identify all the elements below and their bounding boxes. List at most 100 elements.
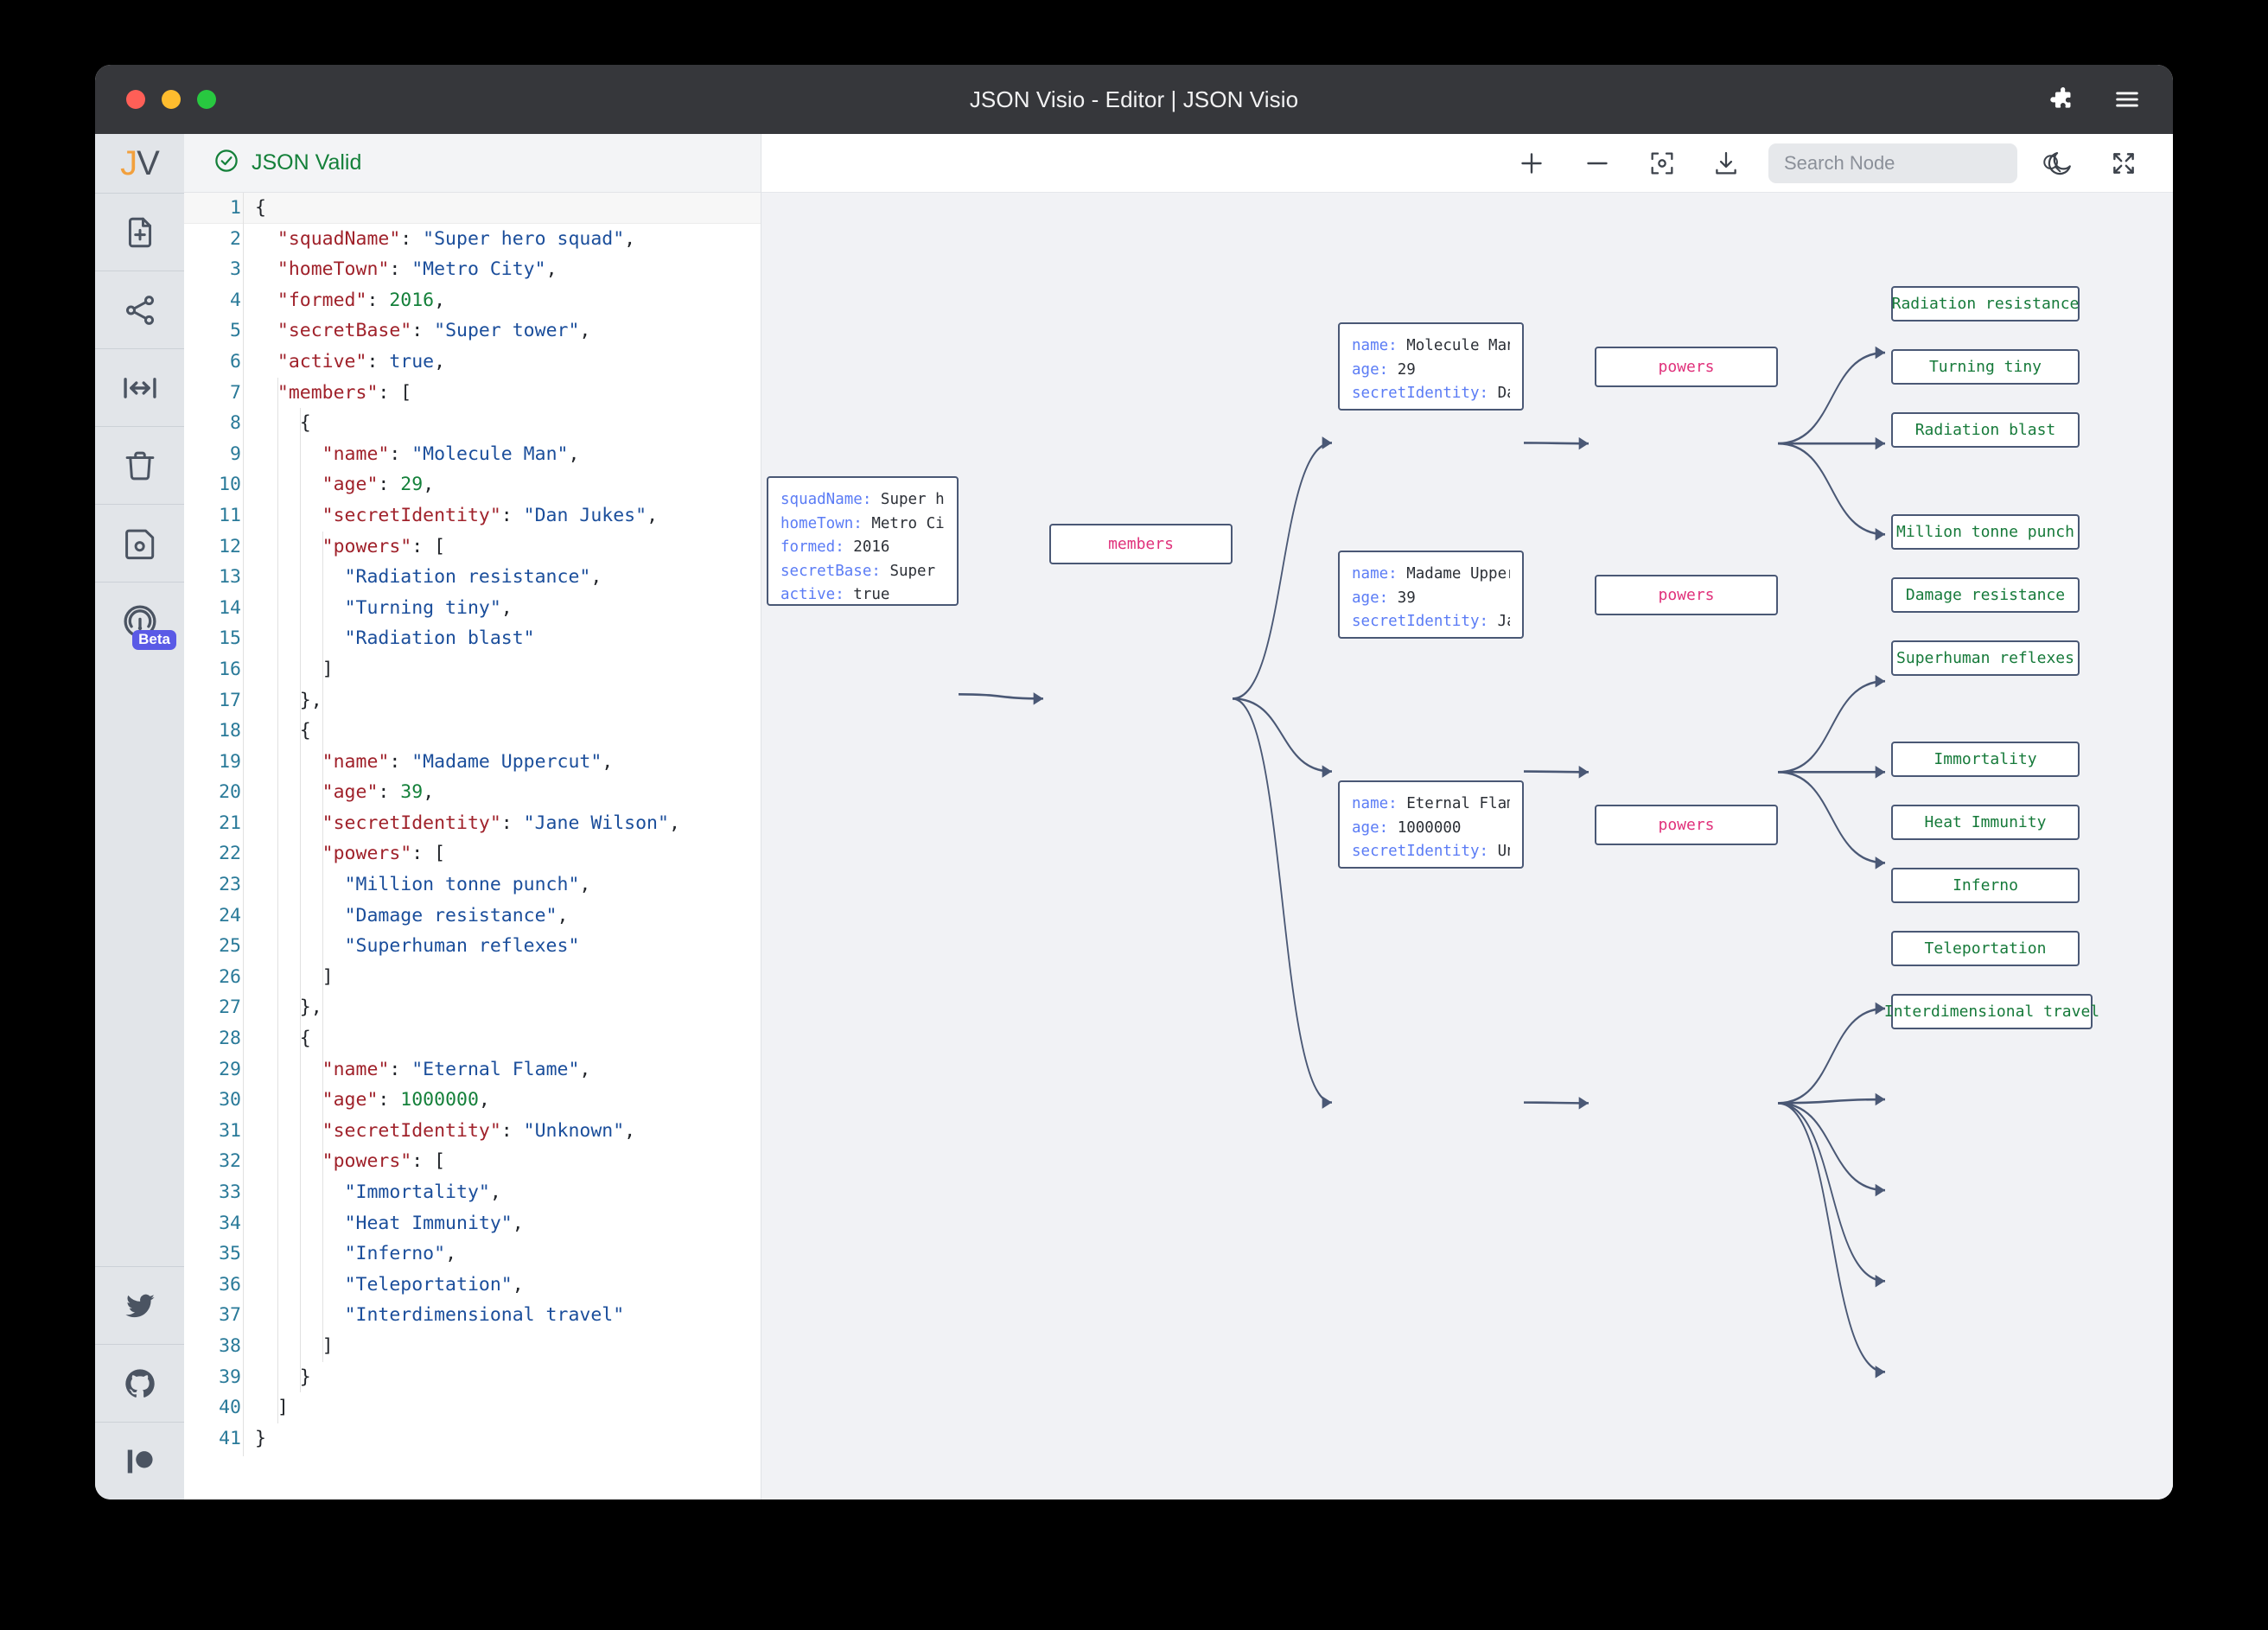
code-line[interactable]: 37 "Interdimensional travel" (184, 1300, 761, 1331)
code-line[interactable]: 5 "secretBase": "Super tower", (184, 315, 761, 347)
fullscreen-icon[interactable] (2109, 149, 2138, 178)
code-line[interactable]: 6 "active": true, (184, 347, 761, 378)
code-line[interactable]: 24 "Damage resistance", (184, 901, 761, 932)
graph-node-object[interactable]: name: Eternal Flameage: 1000000secretIde… (1338, 780, 1524, 869)
code-line[interactable]: 27 }, (184, 992, 761, 1023)
line-text: "name": "Eternal Flame", (255, 1054, 590, 1086)
code-line[interactable]: 39 } (184, 1362, 761, 1393)
github-icon (123, 1366, 157, 1401)
graph-node-leaf[interactable]: Radiation blast (1891, 412, 2080, 448)
code-line[interactable]: 34 "Heat Immunity", (184, 1208, 761, 1239)
code-line[interactable]: 9 "name": "Molecule Man", (184, 439, 761, 470)
node-property: age: 29 (1352, 359, 1510, 383)
hamburger-menu-icon[interactable] (2112, 85, 2142, 114)
code-line[interactable]: 7 "members": [ (184, 378, 761, 409)
graph-node-leaf[interactable]: Million tonne punch (1891, 514, 2080, 550)
code-line[interactable]: 22 "powers": [ (184, 838, 761, 869)
sidebar-item-new-file[interactable] (95, 193, 184, 271)
sidebar-item-clear-json[interactable] (95, 426, 184, 504)
graph-node-object[interactable]: squadName: Super hero…homeTown: Metro Ci… (767, 476, 959, 606)
code-line[interactable]: 16 ] (184, 654, 761, 685)
graph-node-leaf[interactable]: Interdimensional travel (1891, 994, 2093, 1029)
maximize-window-button[interactable] (197, 90, 216, 109)
sidebar-item-share-graph[interactable] (95, 271, 184, 348)
graph-node-leaf[interactable]: Turning tiny (1891, 349, 2080, 385)
code-line[interactable]: 8 { (184, 408, 761, 439)
graph-node-leaf[interactable]: Heat Immunity (1891, 805, 2080, 840)
search-input[interactable] (1784, 152, 2033, 175)
code-line[interactable]: 36 "Teleportation", (184, 1270, 761, 1301)
code-line[interactable]: 32 "powers": [ (184, 1146, 761, 1177)
puzzle-piece-icon[interactable] (2047, 85, 2076, 114)
line-text: } (255, 1362, 311, 1393)
code-line[interactable]: 23 "Million tonne punch", (184, 869, 761, 901)
code-line[interactable]: 19 "name": "Madame Uppercut", (184, 747, 761, 778)
graph-canvas[interactable]: squadName: Super hero…homeTown: Metro Ci… (761, 193, 2173, 1499)
code-line[interactable]: 17 }, (184, 685, 761, 716)
sidebar-item-github[interactable] (95, 1344, 184, 1422)
code-line[interactable]: 10 "age": 29, (184, 469, 761, 500)
graph-node-leaf[interactable]: Superhuman reflexes (1891, 640, 2080, 676)
code-line[interactable]: 13 "Radiation resistance", (184, 562, 761, 593)
code-line[interactable]: 15 "Radiation blast" (184, 623, 761, 654)
node-property-key: squadName: (780, 491, 881, 508)
zoom-in-icon[interactable] (1516, 148, 1547, 179)
sidebar-item-fit-width[interactable] (95, 348, 184, 426)
code-line[interactable]: 28 { (184, 1023, 761, 1054)
graph-node-leaf[interactable]: Immortality (1891, 742, 2080, 777)
code-line[interactable]: 12 "powers": [ (184, 532, 761, 563)
graph-node-object[interactable]: name: Madame Uppercutage: 39secretIdenti… (1338, 551, 1524, 639)
code-line[interactable]: 21 "secretIdentity": "Jane Wilson", (184, 808, 761, 839)
code-line[interactable]: 30 "age": 1000000, (184, 1085, 761, 1116)
moon-icon[interactable] (2045, 149, 2074, 178)
code-line[interactable]: 33 "Immortality", (184, 1177, 761, 1208)
graph-node-leaf[interactable]: Damage resistance (1891, 577, 2080, 613)
node-property-key: homeTown: (780, 515, 871, 532)
code-line[interactable]: 1{ (184, 193, 761, 224)
zoom-out-icon[interactable] (1582, 148, 1613, 179)
sidebar-item-save-json[interactable] (95, 504, 184, 582)
code-line[interactable]: 14 "Turning tiny", (184, 593, 761, 624)
download-icon[interactable] (1711, 149, 1741, 178)
sidebar-item-twitter[interactable] (95, 1266, 184, 1344)
code-line[interactable]: 29 "name": "Eternal Flame", (184, 1054, 761, 1086)
close-window-button[interactable] (126, 90, 145, 109)
code-line[interactable]: 40 ] (184, 1392, 761, 1423)
sidebar-item-performance[interactable]: Beta (95, 582, 184, 659)
graph-edge (1778, 772, 1885, 863)
code-line[interactable]: 18 { (184, 716, 761, 747)
graph-node-leaf[interactable]: Radiation resistance (1891, 286, 2080, 322)
code-line[interactable]: 31 "secretIdentity": "Unknown", (184, 1116, 761, 1147)
node-property-value: 2016 (853, 538, 889, 556)
code-content[interactable]: 1{2 "squadName": "Super hero squad",3 "h… (184, 193, 761, 1454)
code-line[interactable]: 3 "homeTown": "Metro City", (184, 254, 761, 285)
search-node-box[interactable] (1768, 143, 2017, 183)
line-number: 30 (184, 1085, 255, 1116)
code-line[interactable]: 35 "Inferno", (184, 1238, 761, 1270)
code-line[interactable]: 25 "Superhuman reflexes" (184, 931, 761, 962)
graph-node-key[interactable]: powers (1595, 575, 1778, 615)
code-line[interactable]: 20 "age": 39, (184, 777, 761, 808)
graph-node-key[interactable]: members (1049, 524, 1233, 564)
graph-node-object[interactable]: name: Molecule Manage: 29secretIdentity:… (1338, 322, 1524, 411)
sidebar-item-patreon[interactable] (95, 1422, 184, 1499)
graph-node-key[interactable]: powers (1595, 805, 1778, 845)
code-line[interactable]: 11 "secretIdentity": "Dan Jukes", (184, 500, 761, 532)
code-line[interactable]: 4 "formed": 2016, (184, 285, 761, 316)
code-line[interactable]: 38 ] (184, 1331, 761, 1362)
line-number: 10 (184, 469, 255, 500)
code-line[interactable]: 26 ] (184, 962, 761, 993)
graph-node-key[interactable]: powers (1595, 347, 1778, 387)
code-line[interactable]: 41} (184, 1423, 761, 1455)
code-line[interactable]: 2 "squadName": "Super hero squad", (184, 224, 761, 255)
minimize-window-button[interactable] (162, 90, 181, 109)
graph-node-leaf[interactable]: Inferno (1891, 868, 2080, 903)
line-text: "secretBase": "Super tower", (255, 315, 590, 347)
code-scroll-area[interactable]: 1{2 "squadName": "Super hero squad",3 "h… (184, 193, 761, 1499)
app-window: JSON Visio - Editor | JSON Visio JV (95, 65, 2173, 1499)
json-status-bar: JSON Valid (184, 134, 761, 193)
traffic-lights (126, 90, 216, 109)
graph-node-leaf[interactable]: Teleportation (1891, 931, 2080, 966)
titlebar-actions (2047, 85, 2142, 114)
center-view-icon[interactable] (1647, 149, 1677, 178)
